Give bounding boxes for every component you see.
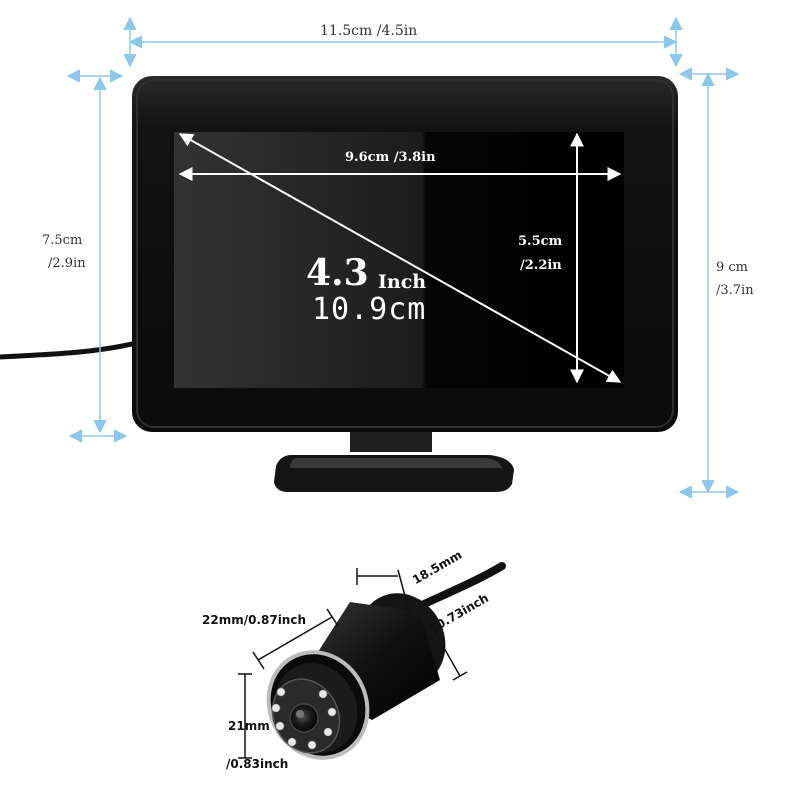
diagonal-inch-number: 4.3 xyxy=(306,252,369,294)
monitor-total-height-cm-label: 9 cm xyxy=(716,260,749,275)
camera-width-line xyxy=(257,616,333,661)
camera-width-label: 22mm/0.87inch xyxy=(202,613,307,627)
monitor-height-cm-label: 7.5cm xyxy=(42,233,83,248)
screen-height-in-label: /2.2in xyxy=(520,258,562,273)
camera-front-height-in-label: /0.83inch xyxy=(226,757,289,771)
camera-front-height-mm-label: 21mm xyxy=(228,719,270,733)
screen-diagonal-arrow xyxy=(178,133,622,383)
monitor-stand-neck xyxy=(350,428,432,452)
diagonal-cm-label: 10.9cm xyxy=(312,292,427,327)
screen-height-cm-label: 5.5cm xyxy=(518,234,563,249)
monitor-width-label: 11.5cm /4.5in xyxy=(320,23,418,39)
monitor-height-in-label: /2.9in xyxy=(48,256,86,271)
ir-led-icons xyxy=(271,687,337,750)
camera-lens xyxy=(289,703,319,733)
screen-width-label: 9.6cm /3.8in xyxy=(345,150,436,165)
monitor-total-height-in-label: /3.7in xyxy=(716,283,754,298)
monitor-cable xyxy=(0,340,137,360)
diagonal-inch-unit: Inch xyxy=(378,271,427,293)
